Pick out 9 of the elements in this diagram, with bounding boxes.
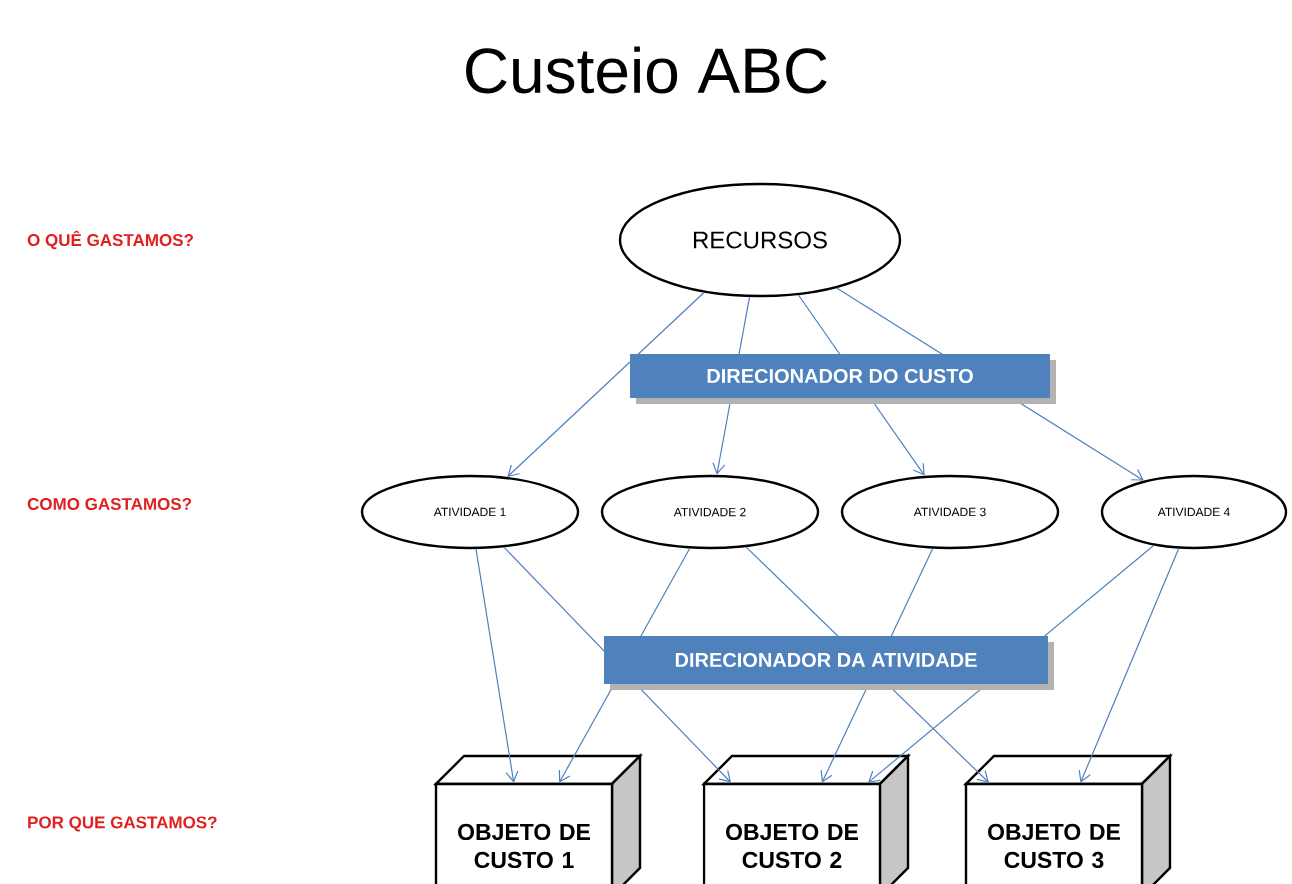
arrow <box>507 291 705 477</box>
arrow <box>1078 548 1180 783</box>
driver-band: DIRECIONADOR DA ATIVIDADE <box>604 636 1054 690</box>
side-label: O QUÊ GASTAMOS? <box>27 230 193 250</box>
driver-band: DIRECIONADOR DO CUSTO <box>630 354 1056 404</box>
arrow <box>475 548 519 783</box>
side-label: POR QUE GASTAMOS? <box>28 816 217 832</box>
side-label: COMO GASTAMOS? <box>27 497 192 510</box>
title: Custeio ABC <box>466 46 827 94</box>
